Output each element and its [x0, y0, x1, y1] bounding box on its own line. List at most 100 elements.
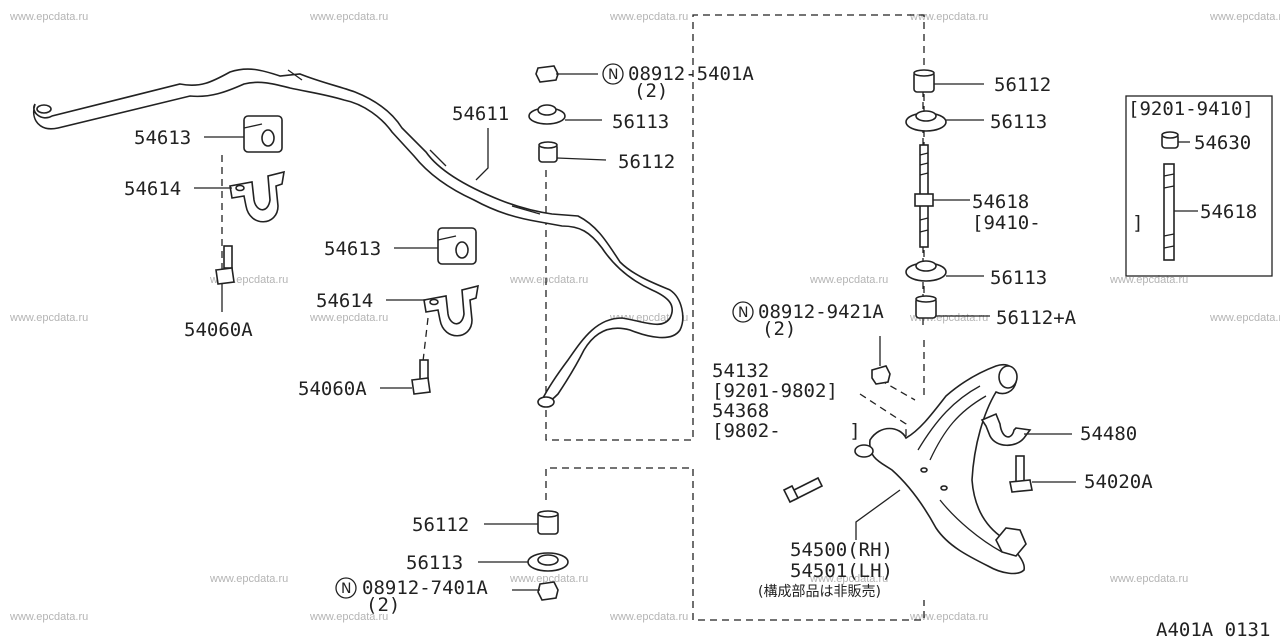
nut-guide: [879, 379, 916, 401]
label-54618: 54618: [1200, 201, 1257, 223]
bushing-56112-bl: [537, 510, 559, 535]
label-54630: 54630: [1194, 132, 1251, 154]
link-54618-mid: [914, 144, 934, 248]
label-54368: 54368: [712, 400, 769, 422]
n-symbol: N: [738, 305, 748, 321]
arm-rear-bushing: [998, 365, 1018, 389]
bolt-guide-mid: [421, 317, 429, 371]
bolt-54020A: [1009, 455, 1033, 493]
bracket-54614-b: [423, 284, 479, 337]
n-circle-9421A: [732, 301, 754, 323]
nut-08912-9421A: [871, 365, 891, 385]
label-56113: 56113: [990, 111, 1047, 133]
washer-56113-tl: [528, 104, 566, 125]
bushing-54630: [1161, 131, 1179, 149]
page-code: A401A 0131: [1156, 619, 1270, 640]
bracket-54480: [980, 412, 1032, 447]
label-56112A: 56112+A: [996, 307, 1077, 329]
bushing-guide: [859, 393, 907, 444]
label-54618: 54618: [972, 191, 1029, 213]
n-circle-5401A: [602, 63, 624, 85]
bushing-54613-a: [243, 115, 283, 153]
stabilizer-bar: [33, 68, 684, 408]
watermark: www.epcdata.ru: [509, 573, 588, 585]
ball-joint: [995, 527, 1027, 557]
link-54618-box: [1163, 163, 1175, 261]
label-54020A: 54020A: [1084, 471, 1153, 493]
leader-lines: [194, 73, 1198, 591]
label-not-sold: (構成部品は非販売): [758, 584, 881, 600]
watermark: www.epcdata.ru: [309, 11, 388, 23]
part-labels: 54611 54613 54614 54060A 54613 54614 540…: [124, 63, 1270, 640]
watermark: www.epcdata.ru: [809, 573, 888, 585]
watermark: www.epcdata.ru: [509, 274, 588, 286]
lower-arm-54500: [854, 364, 1027, 575]
label-qty: (2): [634, 80, 668, 102]
label-54480: 54480: [1080, 423, 1137, 445]
watermark: www.epcdata.ru: [1209, 11, 1280, 23]
label-54060A: 54060A: [184, 319, 253, 341]
n-symbol: N: [608, 67, 618, 83]
nut-08912-5401A: [535, 65, 559, 83]
n-symbol: N: [341, 581, 351, 597]
arm-front-bushing: [854, 444, 874, 458]
watermark: www.epcdata.ru: [1109, 274, 1188, 286]
bar-end-eye-right: [537, 396, 555, 408]
label-08912-5401A: 08912-5401A: [628, 63, 754, 85]
label-54611: 54611: [452, 103, 509, 125]
washer-56113-tr: [905, 110, 947, 132]
upper-dashed-frame: [545, 14, 925, 441]
label-54614: 54614: [316, 290, 373, 312]
bracket-54614-a: [229, 170, 285, 223]
label-56113: 56113: [612, 111, 669, 133]
watermark: www.epcdata.ru: [609, 11, 688, 23]
watermark: www.epcdata.ru: [209, 573, 288, 585]
label-qty: (2): [762, 318, 796, 340]
label-08912-9421A: 08912-9421A: [758, 301, 884, 323]
label-qty: (2): [366, 594, 400, 616]
watermark: www.epcdata.ru: [809, 274, 888, 286]
label-54613: 54613: [324, 238, 381, 260]
bar-end-eye-left: [36, 104, 52, 114]
label-54132: 54132: [712, 360, 769, 382]
watermark: www.epcdata.ru: [909, 611, 988, 623]
lower-dashed-frame: [545, 467, 925, 621]
bolt-54060A-b: [411, 359, 431, 395]
label-54368-range: [9802- ]: [712, 420, 861, 442]
label-56113: 56113: [406, 552, 463, 574]
watermark: www.epcdata.ru: [9, 11, 88, 23]
watermark: www.epcdata.ru: [1109, 573, 1188, 585]
label-box-range: [9201-9410]: [1128, 98, 1254, 120]
nut-08912-7401A: [537, 581, 559, 601]
watermark: www.epcdata.ru: [9, 312, 88, 324]
label-54501: 54501(LH): [790, 560, 893, 582]
watermark: www.epcdata.ru: [309, 611, 388, 623]
label-54500: 54500(RH): [790, 539, 893, 561]
watermark: www.epcdata.ru: [909, 11, 988, 23]
watermark: www.epcdata.ru: [9, 611, 88, 623]
watermarks: www.epcdata.ru www.epcdata.ru www.epcdat…: [9, 11, 1280, 623]
label-56112: 56112: [618, 151, 675, 173]
washer-56113-bl: [527, 552, 569, 572]
label-56113: 56113: [990, 267, 1047, 289]
watermark: www.epcdata.ru: [309, 312, 388, 324]
washer-56113-mr: [905, 260, 947, 282]
label-56112: 56112: [412, 514, 469, 536]
bushing-56112-tr: [913, 69, 935, 93]
watermark: www.epcdata.ru: [1209, 312, 1280, 324]
bushing-54613-b: [437, 227, 477, 265]
label-56112: 56112: [994, 74, 1051, 96]
inset-box-9201-9410: [1125, 95, 1273, 277]
label-08912-7401A: 08912-7401A: [362, 577, 488, 599]
label-54614: 54614: [124, 178, 181, 200]
n-circle-7401A: [335, 577, 357, 599]
bushing-56112-tl: [538, 141, 558, 163]
bolt-54060A-a: [215, 245, 235, 285]
bolt-54132: [782, 476, 824, 504]
bushing-56112A: [915, 295, 937, 319]
label-54613: 54613: [134, 127, 191, 149]
label-54060A: 54060A: [298, 378, 367, 400]
watermark: www.epcdata.ru: [609, 611, 688, 623]
